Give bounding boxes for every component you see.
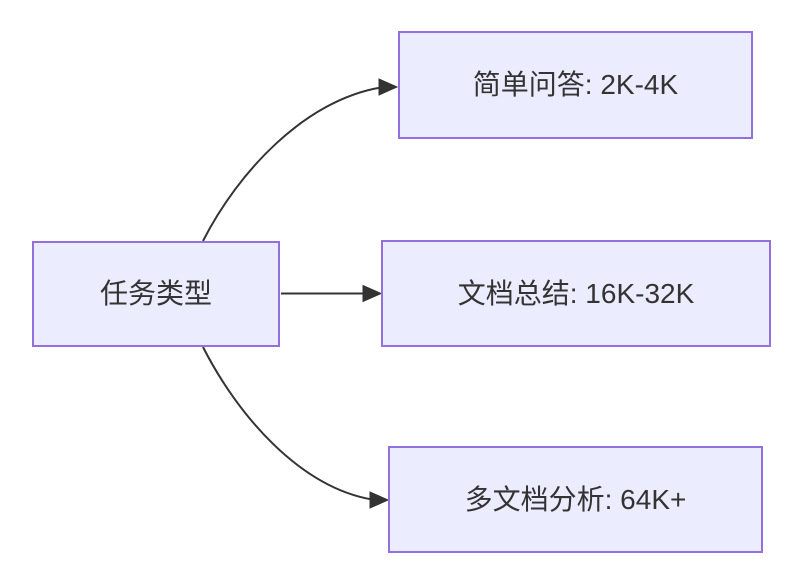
node-multi-doc-analysis-label: 多文档分析: 64K+ xyxy=(464,483,687,515)
node-simple-qa: 简单问答: 2K-4K xyxy=(398,31,753,139)
node-doc-summary: 文档总结: 16K-32K xyxy=(381,240,771,347)
node-multi-doc-analysis: 多文档分析: 64K+ xyxy=(388,446,763,553)
node-task-type-label: 任务类型 xyxy=(99,278,212,309)
edge-task-type-to-doc-summary xyxy=(281,284,383,303)
arrowhead-doc-summary xyxy=(362,284,383,303)
arrowhead-multi-doc-analysis xyxy=(369,491,390,509)
node-task-type: 任务类型 xyxy=(32,241,280,347)
edge-task-type-to-simple-qa xyxy=(202,78,399,242)
edge-task-type-to-multi-doc-analysis xyxy=(202,346,390,509)
node-doc-summary-label: 文档总结: 16K-32K xyxy=(457,277,695,309)
node-simple-qa-label: 简单问答: 2K-4K xyxy=(472,69,679,100)
arrowhead-simple-qa xyxy=(378,78,399,96)
